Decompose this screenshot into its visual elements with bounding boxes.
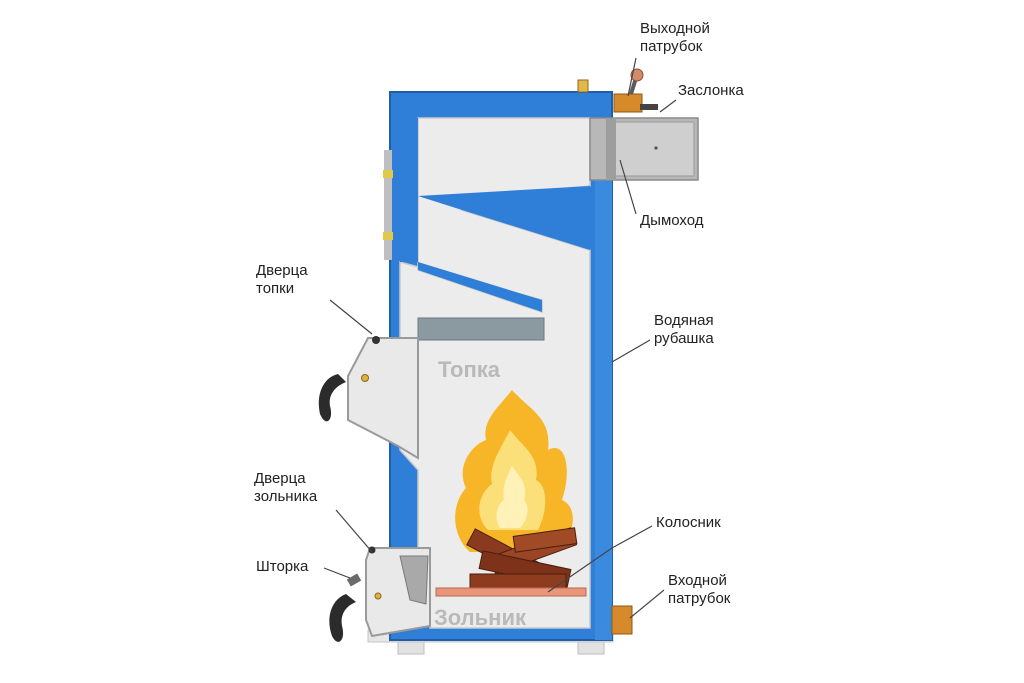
label-inlet-pipe-line1: Входной [668, 572, 727, 589]
label-water-jacket-line1: Водяная [654, 312, 714, 329]
label-ash-door-line2: зольника [254, 488, 318, 505]
leader-grate [611, 525, 653, 549]
chimney-bolt [654, 146, 658, 150]
leader-grate-inner [547, 547, 613, 593]
ash-door-hinge [368, 546, 376, 554]
label-inlet-pipe-line2: патрубок [668, 590, 731, 607]
leader-outlet-pipe [627, 57, 637, 97]
leader-damper [659, 99, 677, 113]
grate-bar [435, 587, 587, 597]
label-ash-door: Дверца зольника [254, 470, 317, 506]
leader-shutter [323, 567, 351, 579]
firebox-door-hinge [372, 336, 380, 344]
leader-water-jacket [611, 339, 651, 363]
label-inlet-pipe: Входной патрубок [668, 572, 730, 608]
ash-door-inner-flap [399, 555, 429, 605]
inlet-pipe [611, 605, 633, 635]
leader-chimney [619, 159, 637, 215]
flame [455, 390, 573, 552]
top-fitting-small [577, 79, 589, 93]
label-firebox-door-line2: топки [256, 280, 295, 297]
leader-inlet-pipe [629, 589, 665, 619]
damper-lever-knob [630, 68, 644, 82]
label-water-jacket: Водяная рубашка [654, 312, 714, 348]
firebox-roof-plate [417, 317, 545, 341]
baffle-middle [418, 186, 590, 250]
side-strip [384, 150, 392, 260]
firewood [466, 527, 578, 589]
water-jacket-right-wall [595, 180, 612, 640]
label-chimney: Дымоход [640, 212, 704, 229]
zone-label-ash-pit: Зольник [434, 605, 526, 630]
leader-lines [323, 57, 677, 619]
firebox-door [347, 337, 419, 460]
zone-label-firebox: Топка [438, 357, 501, 382]
shutter-knob[interactable] [346, 573, 362, 587]
label-water-jacket-line2: рубашка [654, 330, 714, 347]
indicator-lower [383, 232, 393, 240]
label-shutter: Шторка [256, 558, 309, 575]
ash-door-handle[interactable] [329, 594, 356, 642]
label-ash-door-line1: Дверца [254, 470, 306, 487]
damper-spring [640, 104, 658, 110]
firebox-door-handle[interactable] [318, 374, 346, 422]
leader-ash-door [335, 509, 373, 553]
firebox-door-lock [361, 374, 369, 382]
outlet-pipe [613, 93, 643, 113]
label-firebox-door-line1: Дверца [256, 262, 308, 279]
label-outlet-pipe: Выходной патрубок [640, 20, 710, 56]
baffle-lower [418, 262, 542, 312]
label-grate: Колосник [656, 514, 721, 531]
ash-door-lock [374, 592, 382, 600]
label-outlet-pipe-line1: Выходной [640, 20, 710, 37]
label-firebox-door: Дверца топки [256, 262, 308, 298]
chimney-inner [611, 121, 695, 177]
baffle-upper [400, 118, 418, 262]
label-outlet-pipe-line2: патрубок [640, 38, 703, 55]
indicator-upper [383, 170, 393, 178]
leader-firebox-door [329, 299, 373, 335]
chimney-collar [606, 118, 616, 180]
label-damper: Заслонка [678, 82, 744, 99]
